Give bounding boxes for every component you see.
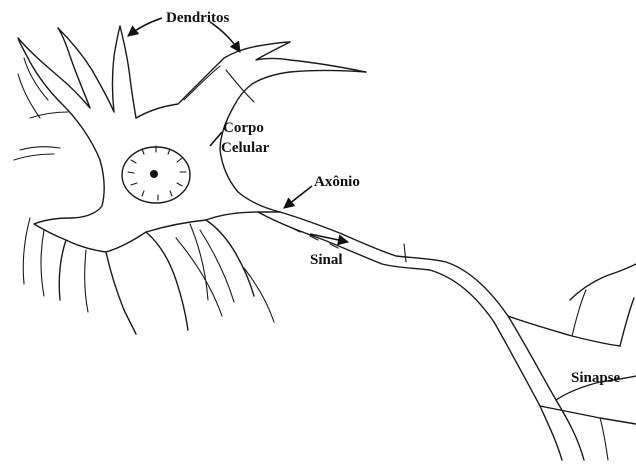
synapse-terminal [508, 264, 636, 460]
label-synapse: Sinapse [571, 370, 621, 386]
label-cell-body-line1: Corpo [223, 120, 264, 136]
nucleus [122, 146, 190, 203]
dendrites-arrow-left [128, 18, 162, 36]
axon [258, 212, 584, 460]
axon-arrow [284, 186, 312, 208]
signal-arrow [310, 234, 348, 242]
dendrites-arrow-right [210, 22, 240, 52]
label-cell-body-line2: Celular [221, 140, 270, 156]
label-dendrites: Dendritos [166, 10, 229, 26]
label-signal: Sinal [310, 252, 343, 268]
label-axon: Axônio [314, 174, 360, 190]
